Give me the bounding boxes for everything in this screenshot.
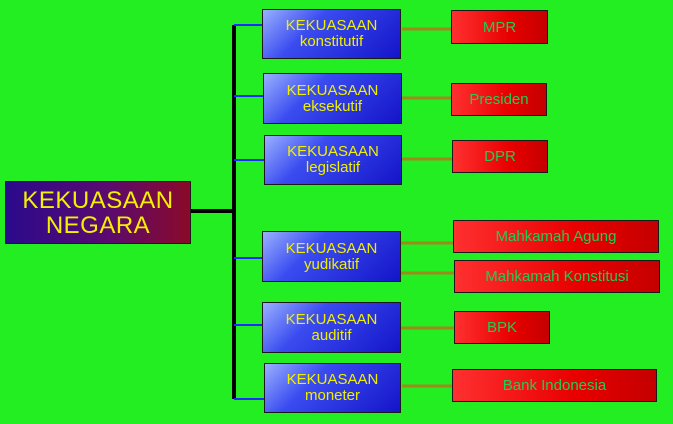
root-box-kekuasaan-negara: KEKUASAAN NEGARA — [5, 181, 191, 244]
institution-box-presiden: Presiden — [451, 83, 547, 116]
power-title: KEKUASAAN — [287, 143, 379, 160]
institution-label: Mahkamah Agung — [495, 228, 617, 245]
institution-box-bpk: BPK — [454, 311, 550, 344]
power-box-konstitutif: KEKUASAAN konstitutif — [262, 9, 401, 59]
power-subtitle: moneter — [304, 387, 361, 404]
power-box-auditif: KEKUASAAN auditif — [262, 302, 401, 353]
power-box-yudikatif: KEKUASAAN yudikatif — [262, 231, 401, 282]
institution-label: DPR — [484, 148, 516, 165]
power-title: KEKUASAAN — [286, 81, 379, 99]
root-label-line2: NEGARA — [45, 211, 151, 239]
power-subtitle: konstitutif — [299, 33, 364, 50]
power-box-moneter: KEKUASAAN moneter — [264, 363, 401, 413]
institution-label: Mahkamah Konstitusi — [485, 268, 629, 285]
power-subtitle: auditif — [311, 326, 352, 344]
institution-label: Presiden — [469, 91, 529, 108]
power-title: KEKUASAAN — [285, 310, 378, 328]
power-subtitle: legislatif — [305, 159, 361, 176]
institution-box-mpr: MPR — [451, 10, 548, 44]
institution-box-mahkamah-konstitusi: Mahkamah Konstitusi — [454, 260, 660, 293]
power-box-legislatif: KEKUASAAN legislatif — [264, 135, 402, 185]
institution-label: Bank Indonesia — [502, 377, 607, 394]
power-title: KEKUASAAN — [286, 371, 379, 388]
institution-box-mahkamah-agung: Mahkamah Agung — [453, 220, 659, 253]
root-label-line1: KEKUASAAN — [22, 186, 174, 214]
institution-label: MPR — [482, 18, 517, 36]
institution-box-bank-indonesia: Bank Indonesia — [452, 369, 657, 402]
power-subtitle: eksekutif — [302, 97, 363, 115]
power-box-eksekutif: KEKUASAAN eksekutif — [263, 73, 402, 124]
power-subtitle: yudikatif — [303, 255, 360, 273]
power-title: KEKUASAAN — [285, 17, 378, 34]
institution-box-dpr: DPR — [452, 140, 548, 173]
institution-label: BPK — [486, 319, 517, 336]
power-title: KEKUASAAN — [285, 239, 378, 257]
